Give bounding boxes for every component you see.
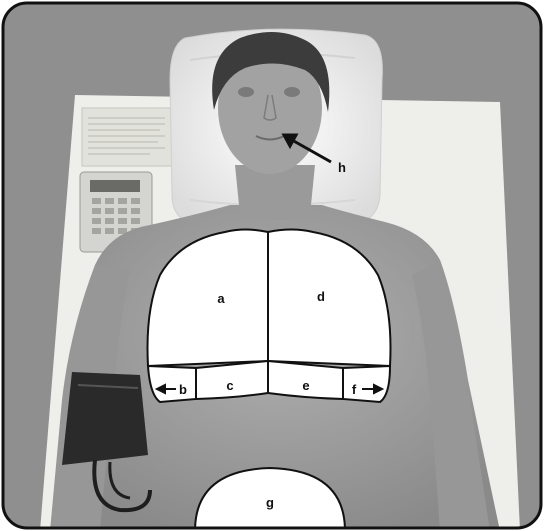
instruction-card — [82, 108, 172, 166]
label-b: b — [179, 382, 187, 397]
label-e: e — [302, 378, 309, 393]
label-f: f — [352, 382, 357, 397]
label-d: d — [317, 289, 325, 304]
label-a: a — [217, 291, 225, 306]
label-h: h — [338, 160, 346, 175]
control-pad-display — [90, 180, 140, 192]
left-eye — [238, 87, 254, 97]
region-b — [148, 366, 196, 402]
region-f — [343, 366, 390, 402]
label-c: c — [226, 378, 233, 393]
label-g: g — [266, 495, 274, 510]
right-eye — [284, 87, 300, 97]
